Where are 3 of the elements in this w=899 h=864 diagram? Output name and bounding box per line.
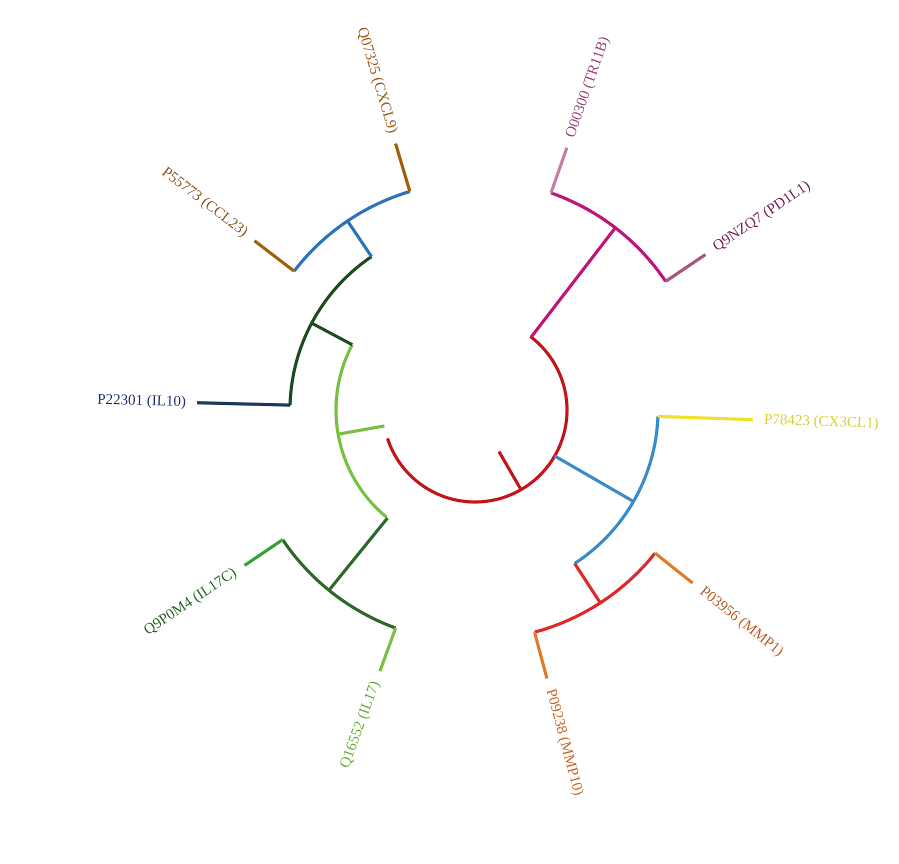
leaf-label: P78423 (CX3CL1) [764,414,878,431]
leaf-label: P22301 (IL10) [98,394,186,410]
leaf-label: Q16552 (IL17) [340,682,381,767]
